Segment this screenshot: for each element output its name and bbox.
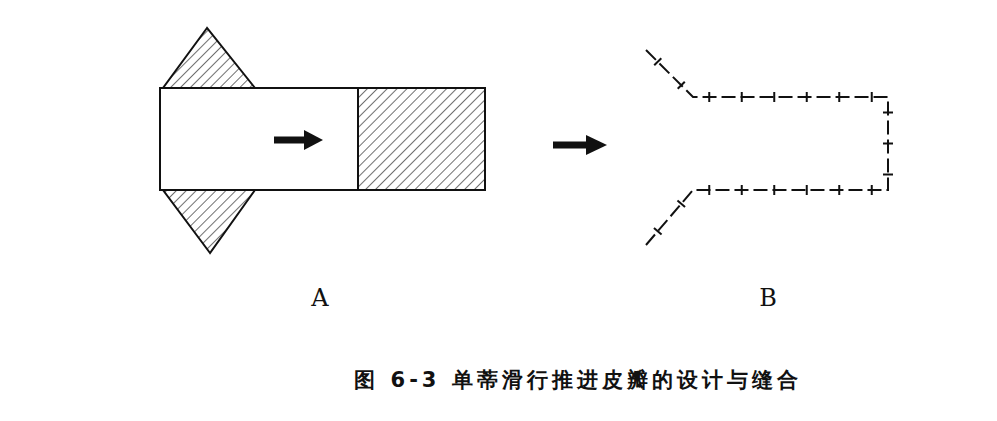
figure-label: A (311, 284, 328, 312)
flap-strip (160, 88, 485, 190)
transition-arrow (553, 135, 607, 155)
hatched-triangle (163, 28, 255, 88)
suture-line (646, 50, 893, 245)
hatched-triangle (163, 190, 255, 253)
hatched-defect (358, 88, 485, 190)
figure-label: B (759, 284, 777, 312)
advance-arrow (274, 130, 323, 150)
figure-caption: 图 6-3 单蒂滑行推进皮瓣的设计与缝合 (354, 366, 802, 394)
